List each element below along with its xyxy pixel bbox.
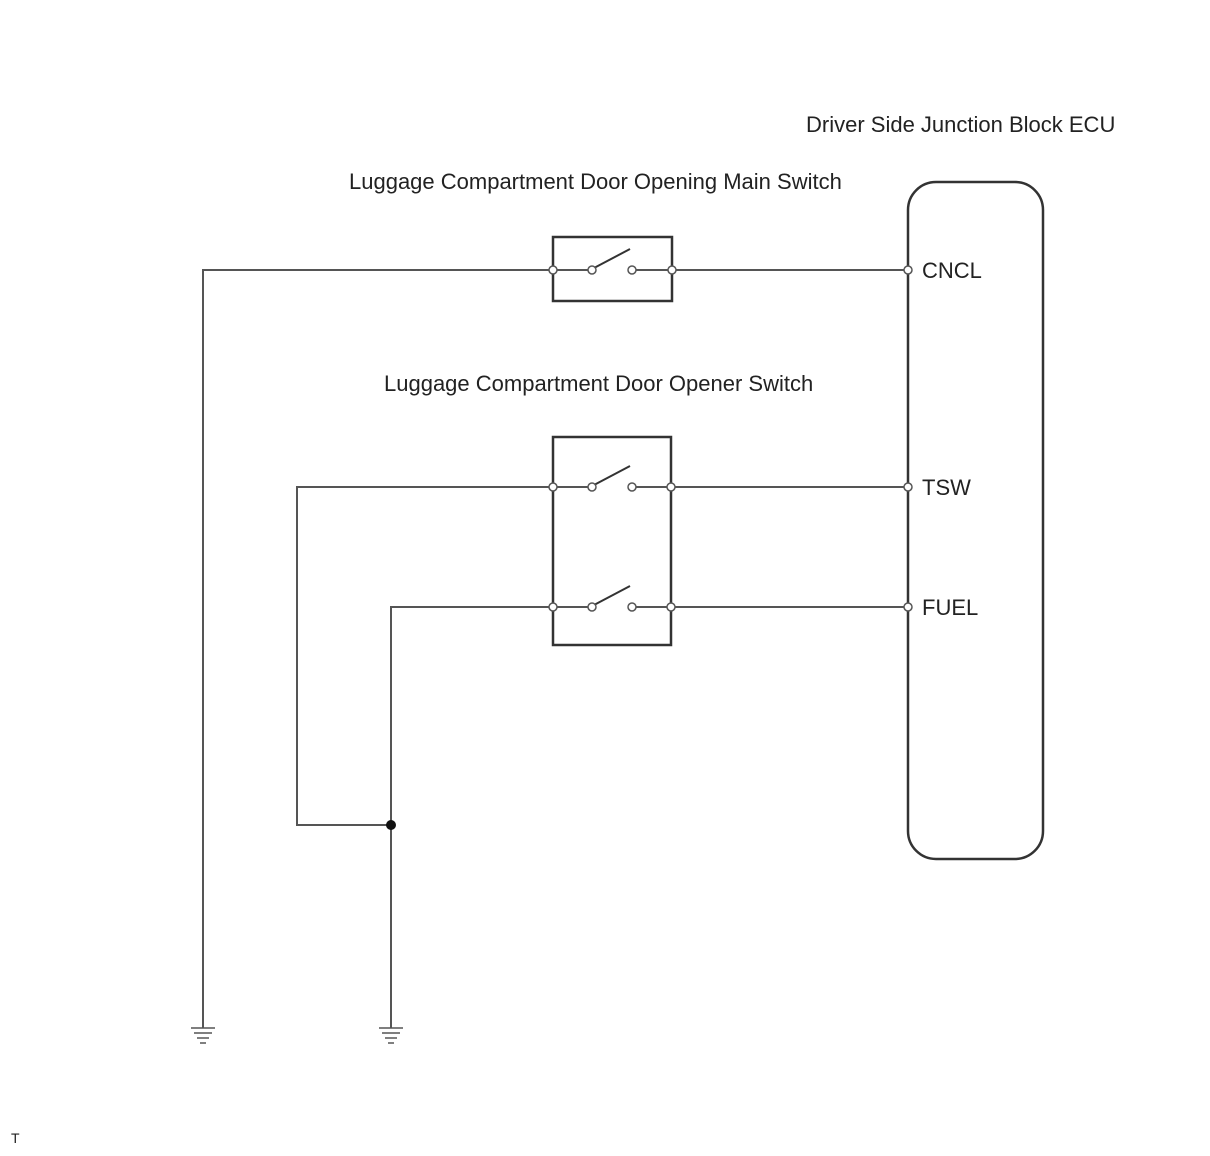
cncl-circuit xyxy=(202,248,913,1028)
ecu-block xyxy=(906,180,1045,861)
switch-contact-icon xyxy=(593,248,631,269)
pin-label-cncl: CNCL xyxy=(922,258,982,283)
fuel-circuit xyxy=(390,585,913,1028)
opener-switch-box xyxy=(551,435,673,647)
tsw-circuit xyxy=(296,465,913,826)
corner-mark: T xyxy=(11,1130,20,1146)
main-switch-label: Luggage Compartment Door Opening Main Sw… xyxy=(349,169,842,194)
opener-switch-label: Luggage Compartment Door Opener Switch xyxy=(384,371,813,396)
switch-contact-icon xyxy=(593,465,631,486)
ground-symbol-icon xyxy=(191,1027,215,1044)
pin-label-tsw: TSW xyxy=(922,475,971,500)
pin-label-fuel: FUEL xyxy=(922,595,978,620)
ecu-label: Driver Side Junction Block ECU xyxy=(806,112,1115,137)
junction-dot-icon xyxy=(386,820,396,830)
switch-contact-icon xyxy=(593,585,631,606)
ground-symbol-icon xyxy=(379,1027,403,1044)
